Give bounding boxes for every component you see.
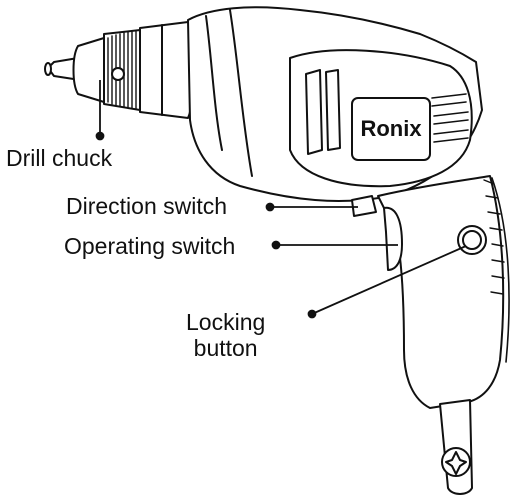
label-locking-line2: button [193,334,258,361]
label-drill-chuck: Drill chuck [6,145,113,171]
label-operating-switch: Operating switch [64,233,236,259]
leader-locking-button [311,245,467,315]
chuck-body [139,21,195,119]
operating-trigger [383,206,403,271]
handle [377,175,505,409]
label-direction-switch: Direction switch [66,193,228,219]
brand-logo: Ronix [360,116,422,141]
brand-plate [351,97,431,161]
direction-switch [351,195,377,217]
label-locking-button: Locking button [186,309,266,362]
label-locking-line1: Locking [186,309,266,335]
